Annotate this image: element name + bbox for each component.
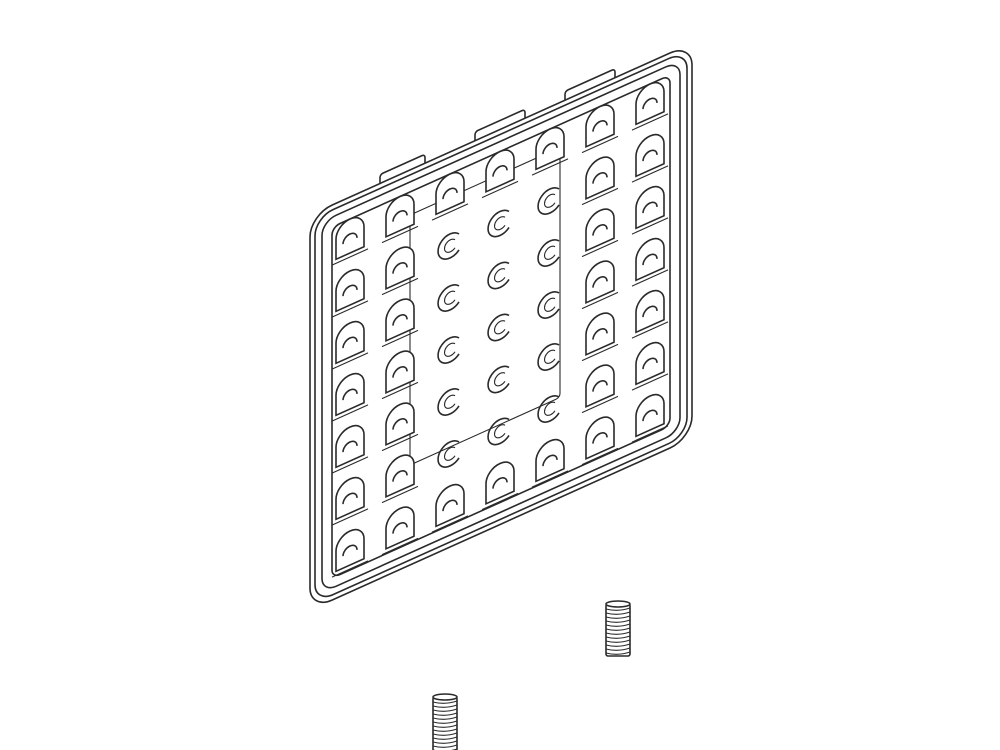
- screw-thread: [433, 709, 457, 711]
- screw-thread: [606, 648, 630, 650]
- screw-thread: [433, 725, 457, 727]
- clip-cell: [438, 334, 459, 367]
- screw-thread: [606, 640, 630, 642]
- clip-cell: [332, 367, 368, 421]
- clip-cell: [582, 202, 618, 256]
- screw-thread: [606, 632, 630, 634]
- screw-thread: [606, 612, 630, 614]
- clip-cell: [438, 230, 459, 263]
- clip-cell: [382, 188, 418, 242]
- clip-cell: [538, 341, 559, 374]
- screw-thread: [433, 717, 457, 719]
- clip-cell: [632, 388, 668, 442]
- screw-thread: [433, 733, 457, 735]
- clip-cell: [582, 254, 618, 308]
- clip-cell: [538, 393, 559, 426]
- screw-thread: [606, 652, 630, 654]
- screw-left: [433, 694, 457, 750]
- screw-thread: [606, 608, 630, 610]
- clip-cell: [332, 523, 368, 577]
- clip-cell: [538, 237, 559, 270]
- clip-cell: [382, 240, 418, 294]
- clip-cell: [582, 150, 618, 204]
- clip-cell: [632, 232, 668, 286]
- clip-cell: [332, 419, 368, 473]
- clip-cell: [438, 386, 459, 419]
- clip-cell: [538, 289, 559, 322]
- clip-cell: [582, 306, 618, 360]
- screw-thread: [433, 745, 457, 747]
- clip-cell: [488, 415, 509, 448]
- screw-right: [606, 601, 630, 656]
- clip-cell: [382, 396, 418, 450]
- clip-cell: [582, 410, 618, 464]
- clip-grid: [332, 76, 668, 577]
- clip-cell: [482, 143, 518, 197]
- clip-cell: [632, 284, 668, 338]
- screw-thread: [433, 737, 457, 739]
- clip-cell: [488, 259, 509, 292]
- clip-cell: [488, 311, 509, 344]
- screw-thread: [606, 644, 630, 646]
- clip-cell: [332, 315, 368, 369]
- clip-cell: [382, 448, 418, 502]
- clip-cell: [382, 292, 418, 346]
- screw-thread: [606, 636, 630, 638]
- screw-thread: [606, 628, 630, 630]
- clip-cell: [532, 121, 568, 175]
- clip-cell: [582, 358, 618, 412]
- screw-thread: [433, 729, 457, 731]
- clip-cell: [332, 263, 368, 317]
- clip-cell: [538, 185, 559, 218]
- clip-cell: [532, 433, 568, 487]
- grid-panel: [310, 34, 692, 610]
- clip-cell: [632, 180, 668, 234]
- screw-thread: [433, 701, 457, 703]
- clip-cell: [432, 478, 468, 532]
- screw-thread: [606, 624, 630, 626]
- clip-cell: [582, 98, 618, 152]
- clip-cell: [488, 207, 509, 240]
- clip-cell: [632, 128, 668, 182]
- clip-cell: [438, 282, 459, 315]
- clip-cell: [332, 211, 368, 265]
- screw-thread: [606, 620, 630, 622]
- screw-thread: [433, 705, 457, 707]
- screw-thread: [606, 616, 630, 618]
- clip-cell: [382, 500, 418, 554]
- panel-center-plate: [410, 148, 560, 466]
- clip-cell: [632, 76, 668, 130]
- screw-thread: [433, 741, 457, 743]
- panel-rim-2: [315, 50, 687, 602]
- screw-thread: [433, 721, 457, 723]
- screw-thread: [433, 713, 457, 715]
- clip-cell: [488, 363, 509, 396]
- clip-cell: [482, 455, 518, 509]
- clip-cell: [432, 166, 468, 220]
- clip-cell: [438, 438, 459, 471]
- panel-rim-3: [322, 60, 680, 592]
- clip-cell: [632, 336, 668, 390]
- clip-cell: [332, 471, 368, 525]
- clip-cell: [382, 344, 418, 398]
